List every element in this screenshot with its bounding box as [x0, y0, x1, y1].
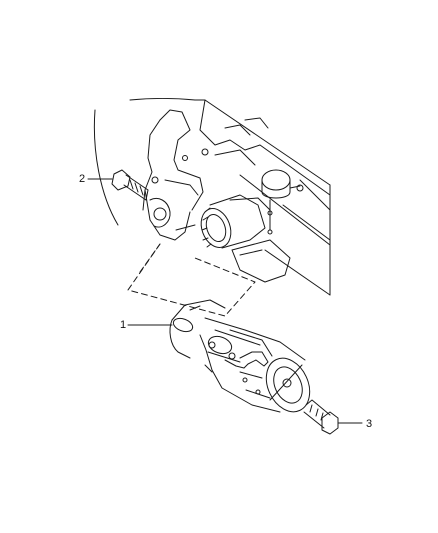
oil-filler-cap: [261, 169, 304, 216]
upper-mounting-bolt: [111, 169, 149, 201]
starter-motor: [169, 299, 311, 413]
lower-mounting-bolt: [303, 399, 339, 435]
oil-pan-boss: [231, 229, 291, 283]
engine-block: [93, 98, 331, 296]
oil-filter: [200, 194, 271, 249]
callout-1-label: 1: [120, 319, 127, 331]
mounting-bracket: [142, 109, 204, 241]
callout-3-label: 3: [366, 418, 373, 430]
callout-2-label: 2: [79, 173, 86, 185]
mounting-flange-phantom: [127, 243, 256, 317]
leader-lines: [87, 178, 363, 424]
